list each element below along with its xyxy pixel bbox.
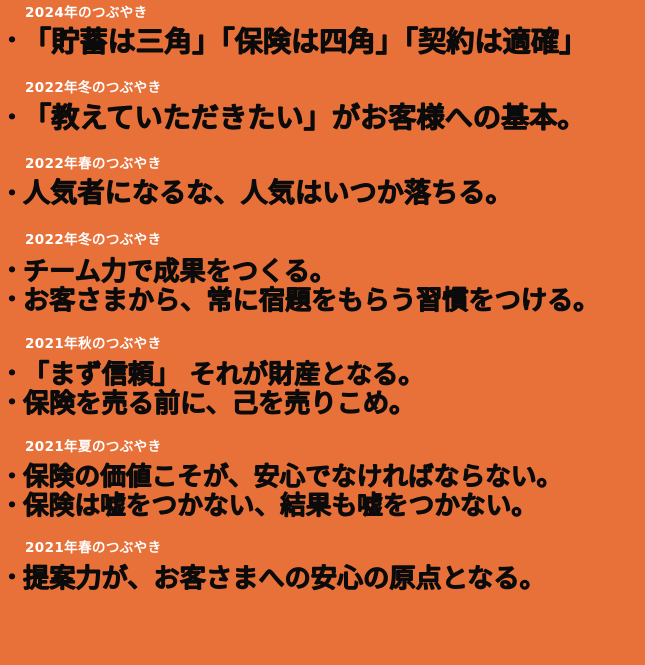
section-label: 2021年春のつぶやき <box>25 540 162 557</box>
bullet-icon: ・ <box>2 105 23 130</box>
quote-list: ・保険の価値こそが、安心でなければならない。 ・保険は嘘をつかない、結果も嘘をつ… <box>0 463 645 520</box>
quote-text: 「教えていただきたい」がお客様への基本。 <box>23 101 586 135</box>
quote-line: ・お客さまから、常に宿題をもらう習慣をつける。 <box>0 287 645 316</box>
quote-line: ・提案力が、お客さまへの安心の原点となる。 <box>0 563 645 594</box>
quote-line: ・保険の価値こそが、安心でなければならない。 <box>0 463 645 492</box>
quote-list: ・チーム力で成果をつくる。 ・お客さまから、常に宿題をもらう習慣をつける。 <box>0 256 645 316</box>
tsubuyaki-section: 2024年のつぶやき ・「貯蓄は三角」「保険は四角」「契約は適確」 <box>0 0 645 57</box>
tsubuyaki-section: 2021年夏のつぶやき ・保険の価値こそが、安心でなければならない。 ・保険は嘘… <box>0 419 645 521</box>
quote-list: ・「貯蓄は三角」「保険は四角」「契約は適確」 <box>0 24 645 58</box>
quote-text: 保険を売る前に、己を売りこめ。 <box>23 388 416 419</box>
section-label: 2021年秋のつぶやき <box>25 336 162 353</box>
quote-text: 「貯蓄は三角」「保険は四角」「契約は適確」 <box>23 24 588 58</box>
quote-line: ・「貯蓄は三角」「保険は四角」「契約は適確」 <box>0 24 645 58</box>
quote-line: ・「まず信頼」 それが財産となる。 <box>0 359 645 390</box>
quote-line: ・チーム力で成果をつくる。 <box>0 256 645 287</box>
section-label: 2022年冬のつぶやき <box>25 232 162 249</box>
tsubuyaki-section: 2022年春のつぶやき ・人気者になるな、人気はいつか落ちる。 <box>0 134 645 210</box>
tsubuyaki-section: 2022年冬のつぶやき ・チーム力で成果をつくる。 ・お客さまから、常に宿題をも… <box>0 209 645 316</box>
quote-text: 人気者になるな、人気はいつか落ちる。 <box>23 178 513 210</box>
bullet-icon: ・ <box>2 28 23 53</box>
bullet-icon: ・ <box>2 360 23 385</box>
quote-text: 保険の価値こそが、安心でなければならない。 <box>23 462 563 493</box>
tsubuyaki-section: 2021年秋のつぶやき ・「まず信頼」 それが財産となる。 ・保険を売る前に、己… <box>0 316 645 419</box>
section-label: 2021年夏のつぶやき <box>25 438 162 455</box>
bullet-icon: ・ <box>2 258 23 283</box>
quote-text: 提案力が、お客さまへの安心の原点となる。 <box>23 563 546 594</box>
section-label: 2022年冬のつぶやき <box>25 79 162 96</box>
bullet-icon: ・ <box>2 390 23 415</box>
quote-line: ・人気者になるな、人気はいつか落ちる。 <box>0 179 645 209</box>
quote-text: チーム力で成果をつくる。 <box>23 256 337 287</box>
bullet-icon: ・ <box>2 565 23 590</box>
tsubuyaki-section: 2021年春のつぶやき ・提案力が、お客さまへの安心の原点となる。 <box>0 520 645 594</box>
quote-list: ・提案力が、お客さまへの安心の原点となる。 <box>0 563 645 594</box>
quote-line: ・保険は嘘をつかない、結果も嘘をつかない。 <box>0 492 645 521</box>
quote-text: 「まず信頼」 それが財産となる。 <box>23 359 425 390</box>
quote-list: ・「教えていただきたい」がお客様への基本。 <box>0 102 645 133</box>
bullet-icon: ・ <box>2 492 23 517</box>
quote-text: 保険は嘘をつかない、結果も嘘をつかない。 <box>23 490 538 521</box>
quote-list: ・人気者になるな、人気はいつか落ちる。 <box>0 179 645 209</box>
quote-line: ・「教えていただきたい」がお客様への基本。 <box>0 102 645 133</box>
quote-list: ・「まず信頼」 それが財産となる。 ・保険を売る前に、己を売りこめ。 <box>0 359 645 419</box>
section-label: 2022年春のつぶやき <box>25 155 162 172</box>
bullet-icon: ・ <box>2 180 23 205</box>
tsubuyaki-section: 2022年冬のつぶやき ・「教えていただきたい」がお客様への基本。 <box>0 57 645 134</box>
bullet-icon: ・ <box>2 287 23 312</box>
section-label: 2024年のつぶやき <box>25 5 148 21</box>
quote-text: お客さまから、常に宿題をもらう習慣をつける。 <box>23 286 600 317</box>
quote-line: ・保険を売る前に、己を売りこめ。 <box>0 388 645 419</box>
bullet-icon: ・ <box>2 464 23 489</box>
